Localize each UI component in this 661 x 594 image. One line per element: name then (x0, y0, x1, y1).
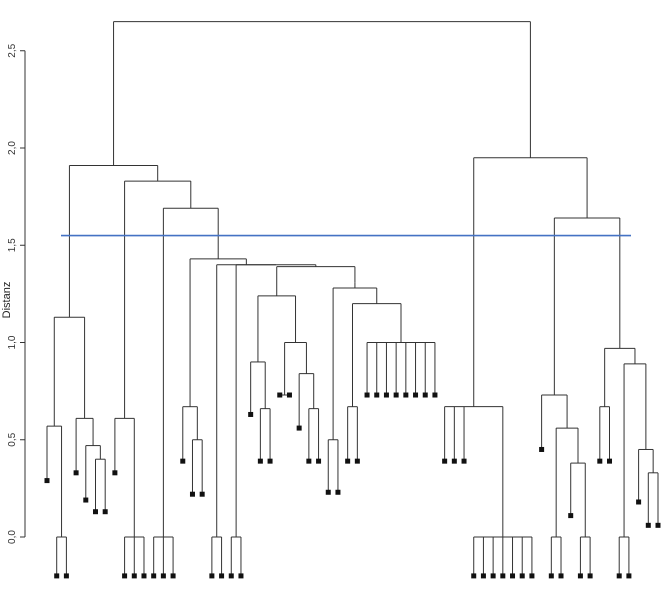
leaf-markers (44, 392, 661, 579)
leaf-marker (480, 573, 486, 579)
leaf-marker (44, 478, 50, 484)
leaf-marker (189, 491, 195, 497)
leaf-marker (587, 573, 593, 579)
leaf-marker (432, 392, 438, 398)
leaf-marker (461, 458, 467, 464)
y-tick-label: 0,5 (7, 432, 18, 446)
leaf-marker (558, 573, 564, 579)
leaf-marker (616, 573, 622, 579)
leaf-marker (442, 458, 448, 464)
leaf-marker (539, 446, 545, 452)
y-axis-label: Distanz (1, 282, 13, 319)
leaf-marker (655, 522, 661, 528)
leaf-marker (519, 573, 525, 579)
leaf-marker (257, 458, 263, 464)
leaf-marker (354, 458, 360, 464)
leaf-marker (451, 458, 457, 464)
leaf-marker (325, 489, 331, 495)
leaf-marker (393, 392, 399, 398)
dendrogram-tree (46, 21, 659, 576)
leaf-marker (335, 489, 341, 495)
leaf-marker (645, 522, 651, 528)
y-tick-label: 1,5 (7, 238, 18, 252)
leaf-marker (383, 392, 389, 398)
leaf-marker (577, 573, 583, 579)
leaf-marker (228, 573, 234, 579)
leaf-marker (626, 573, 632, 579)
leaf-marker (345, 458, 351, 464)
leaf-marker (180, 458, 186, 464)
leaf-marker (500, 573, 506, 579)
leaf-marker (529, 573, 535, 579)
leaf-marker (112, 470, 118, 476)
leaf-marker (73, 470, 79, 476)
leaf-marker (248, 411, 254, 417)
y-tick-label: 2,0 (7, 141, 18, 155)
leaf-marker (209, 573, 215, 579)
leaf-marker (403, 392, 409, 398)
leaf-marker (364, 392, 370, 398)
leaf-marker (413, 392, 419, 398)
y-tick-label: 2,5 (7, 43, 18, 57)
y-tick-label: 1,0 (7, 335, 18, 349)
leaf-marker (490, 573, 496, 579)
leaf-marker (286, 392, 292, 398)
leaf-marker (597, 458, 603, 464)
leaf-marker (306, 458, 312, 464)
leaf-marker (102, 509, 108, 515)
leaf-marker (607, 458, 613, 464)
leaf-marker (267, 458, 273, 464)
leaf-marker (170, 573, 176, 579)
leaf-marker (83, 497, 89, 503)
leaf-marker (471, 573, 477, 579)
y-axis: 0,0 0,5 1,0 1,5 2,0 2,5 (7, 43, 26, 544)
leaf-marker (122, 573, 128, 579)
leaf-marker (316, 458, 322, 464)
leaf-marker (568, 513, 574, 519)
leaf-marker (219, 573, 225, 579)
leaf-marker (160, 573, 166, 579)
leaf-marker (238, 573, 244, 579)
leaf-marker (92, 509, 98, 515)
leaf-marker (636, 499, 642, 505)
leaf-marker (63, 573, 69, 579)
leaf-marker (151, 573, 157, 579)
leaf-marker (510, 573, 516, 579)
leaf-marker (296, 425, 302, 431)
leaf-marker (548, 573, 554, 579)
leaf-marker (374, 392, 380, 398)
leaf-marker (277, 392, 283, 398)
leaf-marker (54, 573, 60, 579)
leaf-marker (422, 392, 428, 398)
y-tick-label: 0,0 (7, 530, 18, 544)
leaf-marker (199, 491, 205, 497)
leaf-marker (131, 573, 137, 579)
leaf-marker (141, 573, 147, 579)
